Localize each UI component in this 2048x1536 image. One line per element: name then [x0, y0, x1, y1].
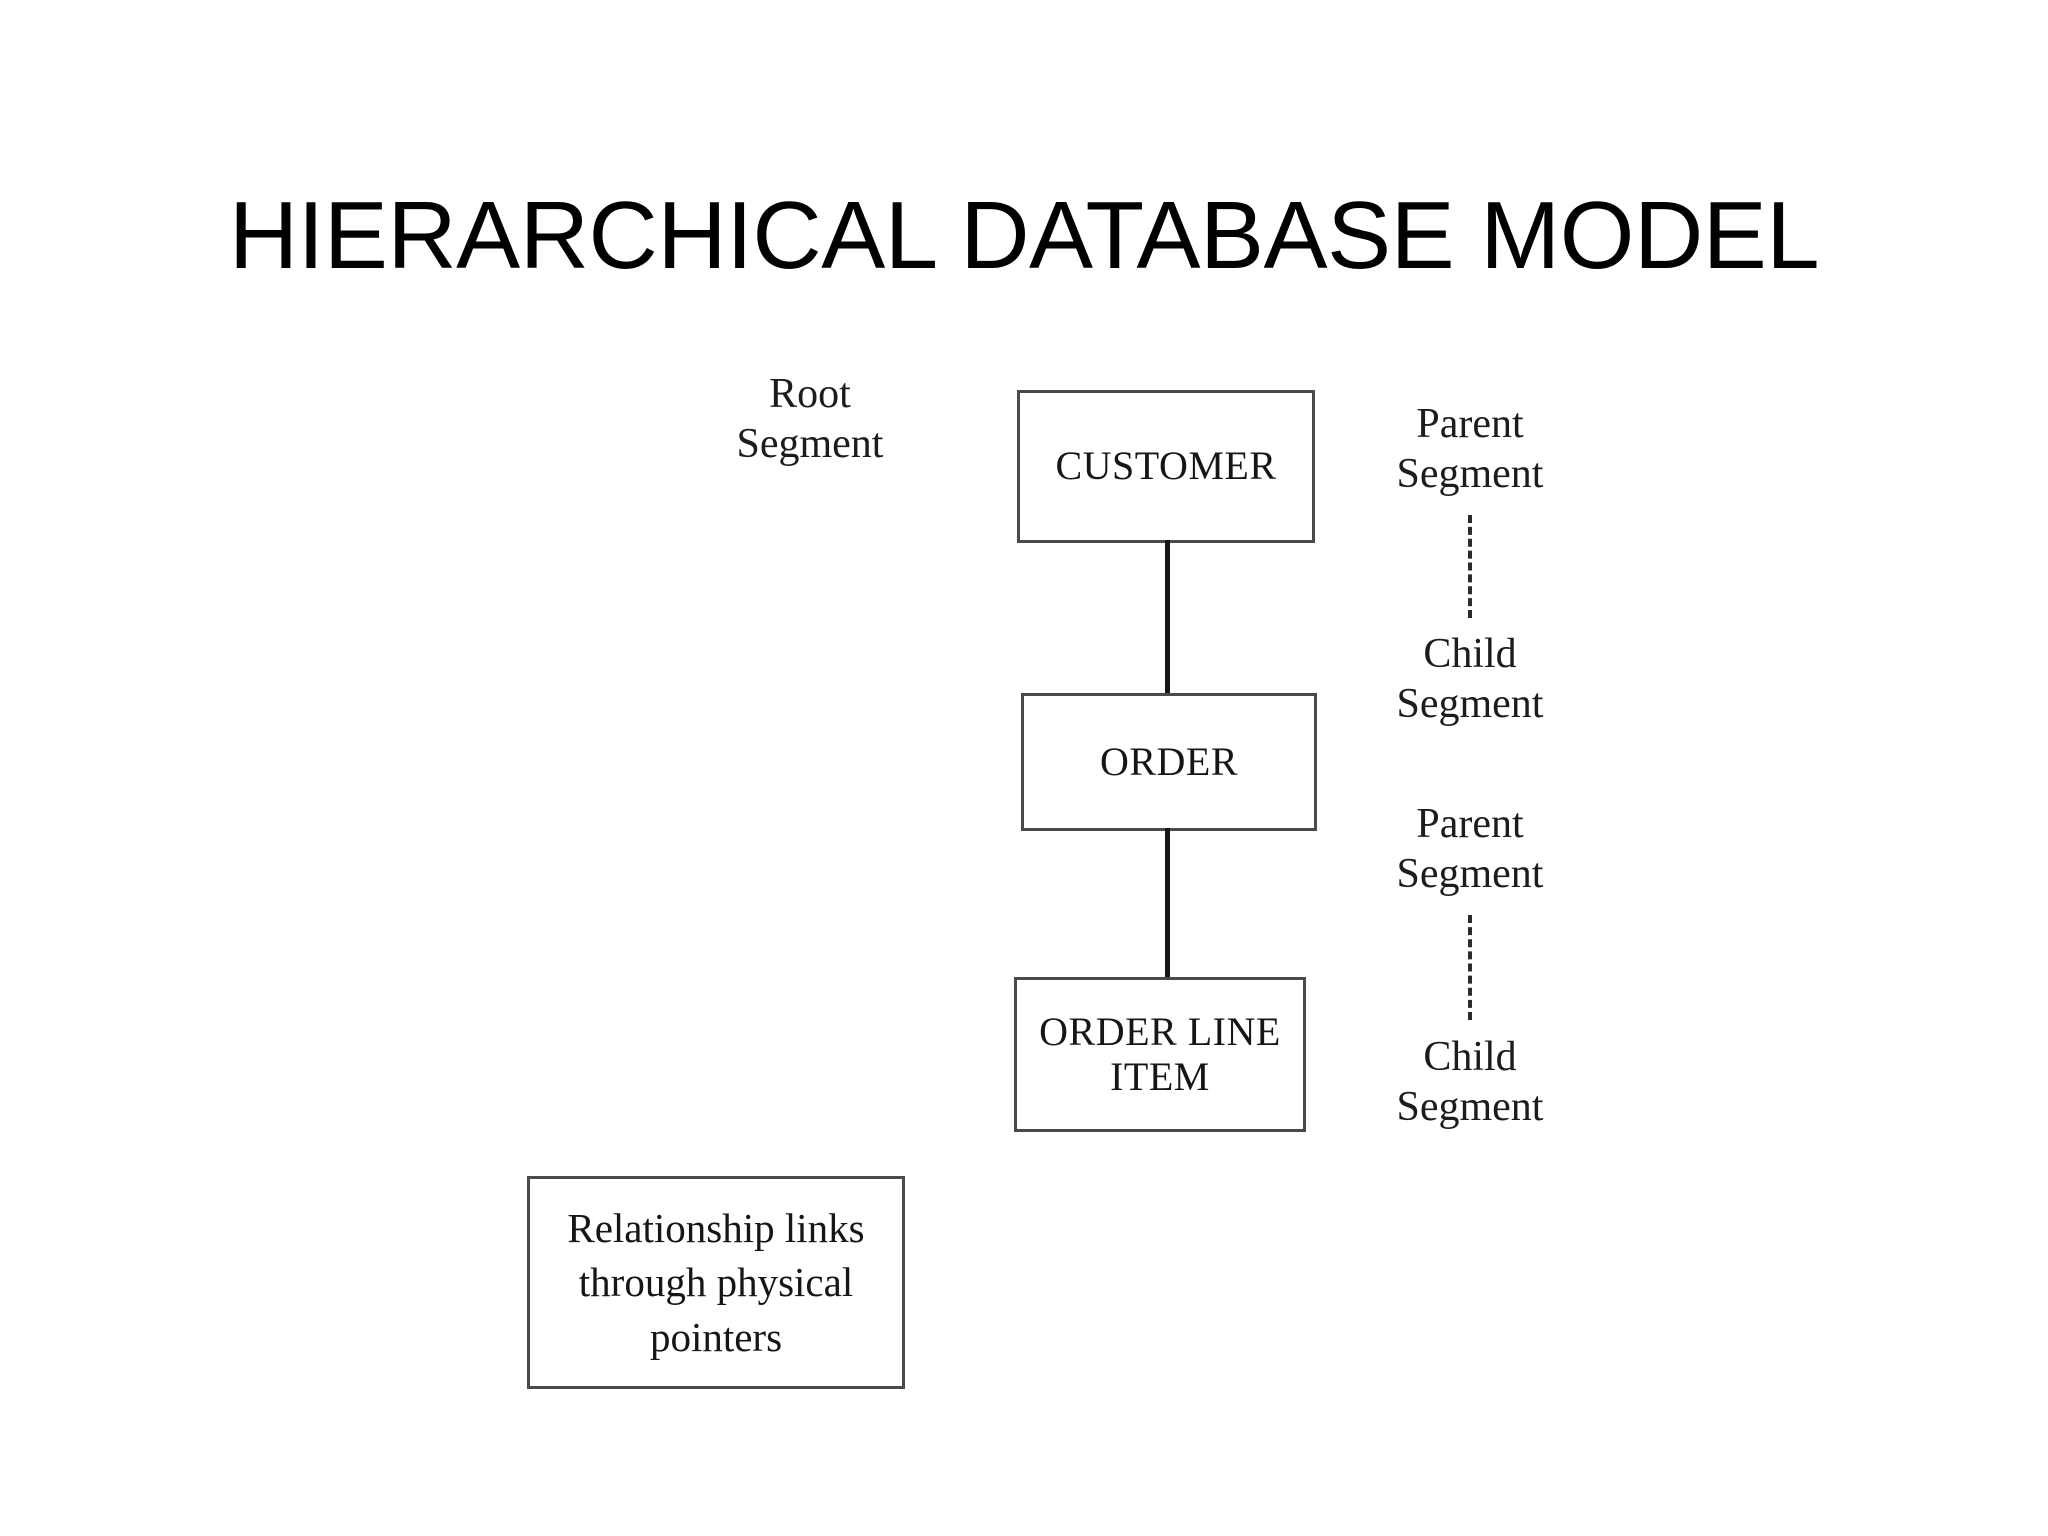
connector-dashed-parent-child-2: [1468, 915, 1472, 1020]
annotation-parent-segment-1: Parent Segment: [1396, 401, 1544, 497]
node-box-customer[interactable]: CUSTOMER: [1017, 390, 1315, 543]
annotation-root-segment: Root Segment: [736, 371, 884, 467]
node-box-order[interactable]: ORDER: [1021, 693, 1317, 831]
annotation-child-segment-2: Child Segment: [1396, 1034, 1544, 1130]
caption-box-relationship-links: Relationship links through physical poin…: [527, 1176, 905, 1389]
page-title: HIERARCHICAL DATABASE MODEL: [228, 182, 1820, 289]
connector-dashed-parent-child-1: [1468, 515, 1472, 618]
node-box-order-line-item[interactable]: ORDER LINE ITEM: [1014, 977, 1306, 1132]
annotation-parent-segment-2: Parent Segment: [1396, 801, 1544, 897]
connector-order-order-line-item: [1165, 828, 1170, 980]
annotation-child-segment-1: Child Segment: [1396, 631, 1544, 727]
connector-customer-order: [1165, 540, 1170, 696]
